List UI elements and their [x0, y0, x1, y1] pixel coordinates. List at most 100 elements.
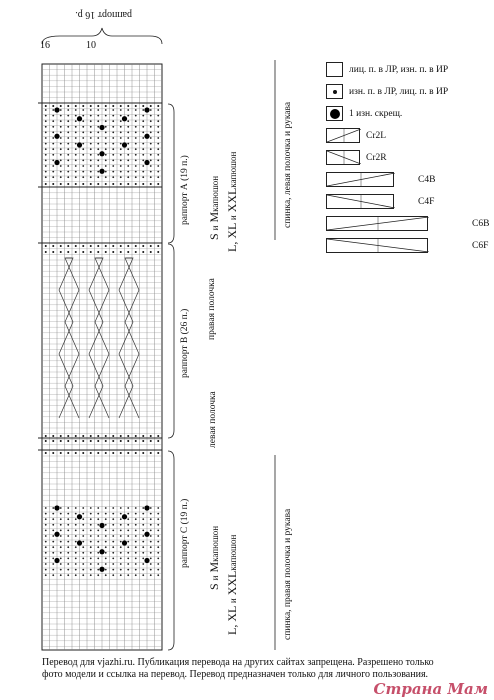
section-bracket [167, 450, 175, 651]
cable-c4f-icon [326, 194, 395, 209]
purl-dot [67, 507, 70, 509]
cable-line [88, 257, 104, 419]
purl-dot [82, 170, 85, 173]
purl-dot [134, 148, 137, 151]
big-dot [144, 133, 150, 139]
purl-dot [142, 551, 145, 554]
legend-item: изн. п. в ЛР, лиц. п. в ИР [326, 84, 448, 99]
chart-symbols [44, 105, 160, 577]
purl-dot [149, 557, 152, 560]
purl-dot [67, 183, 70, 185]
purl-dot [157, 109, 160, 111]
purl-dot [74, 251, 77, 253]
purl-dot [52, 251, 55, 253]
purl-dot [134, 105, 137, 107]
purl-dot [134, 109, 137, 111]
purl-dot [59, 183, 62, 185]
purl-dot [157, 518, 160, 521]
purl-dot [89, 142, 92, 145]
purl-dot [97, 523, 100, 526]
cable-c4b-icon [326, 172, 395, 187]
purl-dot [52, 518, 55, 521]
purl-dot [112, 440, 115, 442]
purl-dot [134, 125, 137, 128]
purl-dot [67, 170, 70, 173]
purl-dot [134, 546, 137, 549]
purl-dot [127, 105, 130, 107]
purl-dot [142, 568, 145, 571]
purl-dot [44, 120, 47, 123]
purl-dot [44, 440, 47, 442]
purl-dot [74, 159, 77, 162]
purl-dot [127, 176, 130, 179]
purl-dot [97, 114, 100, 117]
purl-dot [52, 148, 55, 151]
purl-dot [119, 435, 122, 437]
purl-dot [82, 540, 85, 543]
purl-dot [112, 251, 115, 253]
purl-dot [112, 114, 115, 117]
purl-dot [97, 540, 100, 543]
purl-dot [134, 131, 137, 134]
big-dot [144, 505, 150, 511]
purl-dot [127, 546, 130, 549]
purl-dot [157, 535, 160, 537]
purl-dot [157, 557, 160, 560]
section-a-repeat-label: раппорт А (19 п.) [180, 155, 190, 225]
purl-dot [74, 183, 77, 185]
purl-dot [89, 114, 92, 117]
purl-dot [104, 153, 107, 156]
purl-dot [134, 137, 137, 139]
purl-dot [97, 165, 100, 167]
purl-dot [127, 109, 130, 111]
purl-dot [44, 159, 47, 162]
purl-dot [74, 137, 77, 139]
purl-dot [142, 535, 145, 537]
purl-dot [134, 183, 137, 185]
section-b-repeat-label: раппорт B (26 п.) [180, 308, 190, 378]
hood-label: капюшон [228, 151, 238, 188]
big-dot [121, 116, 128, 122]
purl-dot [127, 507, 130, 509]
purl-dot [142, 452, 145, 454]
purl-dot [104, 142, 107, 145]
purl-dot [157, 523, 160, 526]
purl-dot [52, 245, 55, 247]
purl-dot [59, 512, 62, 515]
purl-dot [149, 137, 152, 139]
legend-item: C4B [326, 172, 435, 187]
purl-dot [59, 114, 62, 117]
purl-dot [44, 540, 47, 543]
purl-dot [119, 535, 122, 537]
purl-dot [112, 551, 115, 554]
purl-dot [127, 120, 130, 123]
purl-dot [112, 535, 115, 537]
purl-dot [44, 148, 47, 151]
big-dot [99, 549, 105, 555]
purl-dot [89, 165, 92, 167]
purl-dot [142, 153, 145, 156]
purl-dot [112, 546, 115, 549]
purl-dot [82, 131, 85, 134]
purl-dot [104, 435, 107, 437]
purl-dot [119, 251, 122, 253]
dot-icon [326, 84, 343, 99]
purl-dot [89, 435, 92, 437]
purl-dot [127, 137, 130, 139]
purl-dot [149, 114, 152, 117]
purl-dot [149, 251, 152, 253]
hood-label: капюшон [210, 525, 220, 562]
purl-dot [59, 557, 62, 560]
purl-dot [142, 245, 145, 247]
purl-dot [157, 574, 160, 577]
purl-dot [44, 176, 47, 179]
big-dot [121, 142, 128, 148]
purl-dot [89, 170, 92, 173]
purl-dot [97, 512, 100, 515]
purl-dot [134, 563, 137, 565]
purl-dot [104, 568, 107, 571]
purl-dot [157, 551, 160, 554]
purl-dot [112, 557, 115, 560]
size-m-label: M [207, 211, 221, 223]
purl-dot [67, 245, 70, 247]
